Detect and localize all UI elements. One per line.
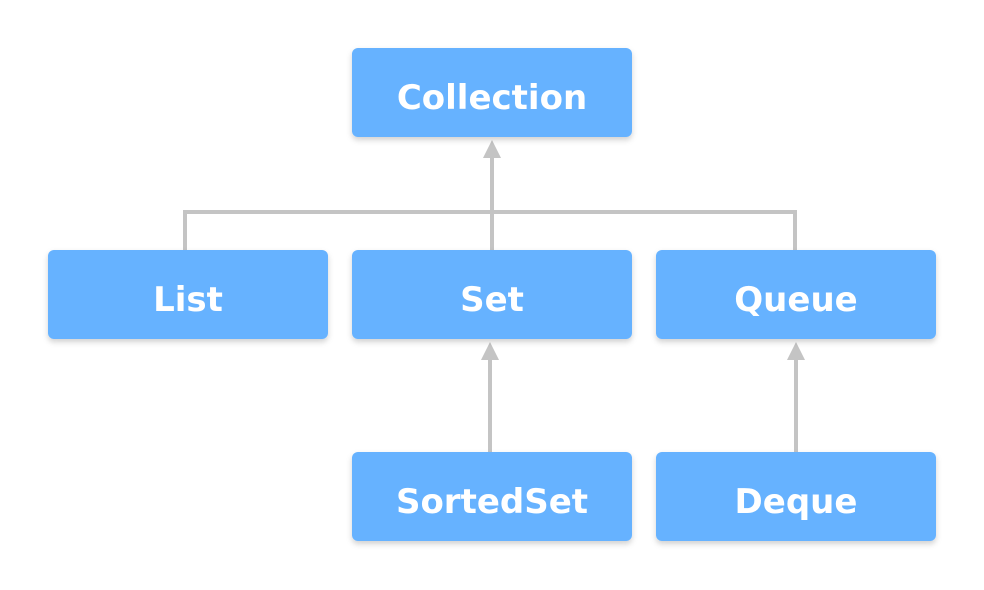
arrowhead-collection <box>483 140 501 158</box>
arrowhead-set <box>481 342 499 360</box>
node-list-box <box>48 250 328 339</box>
connector-group-sortedset <box>481 342 499 452</box>
connector-group-deque <box>787 342 805 452</box>
node-sortedset-box <box>352 452 632 541</box>
node-queue-label: Queue <box>734 280 857 320</box>
node-collection-label: Collection <box>397 78 587 118</box>
node-queue-box <box>656 250 936 339</box>
node-deque-label: Deque <box>735 482 858 522</box>
connector-list-to-collection <box>183 210 492 250</box>
connector-group-level1 <box>183 140 797 250</box>
node-sortedset: SortedSet <box>352 452 632 541</box>
node-deque: Deque <box>656 452 936 541</box>
arrowhead-queue <box>787 342 805 360</box>
connector-queue-to-collection <box>492 210 797 250</box>
node-set-box <box>352 250 632 339</box>
node-queue: Queue <box>656 250 936 339</box>
node-collection: Collection <box>352 48 632 137</box>
node-list-label: List <box>153 280 223 320</box>
node-list: List <box>48 250 328 339</box>
node-set-label: Set <box>460 280 524 320</box>
node-deque-box <box>656 452 936 541</box>
node-sortedset-label: SortedSet <box>396 482 588 522</box>
node-set: Set <box>352 250 632 339</box>
node-collection-box <box>352 48 632 137</box>
